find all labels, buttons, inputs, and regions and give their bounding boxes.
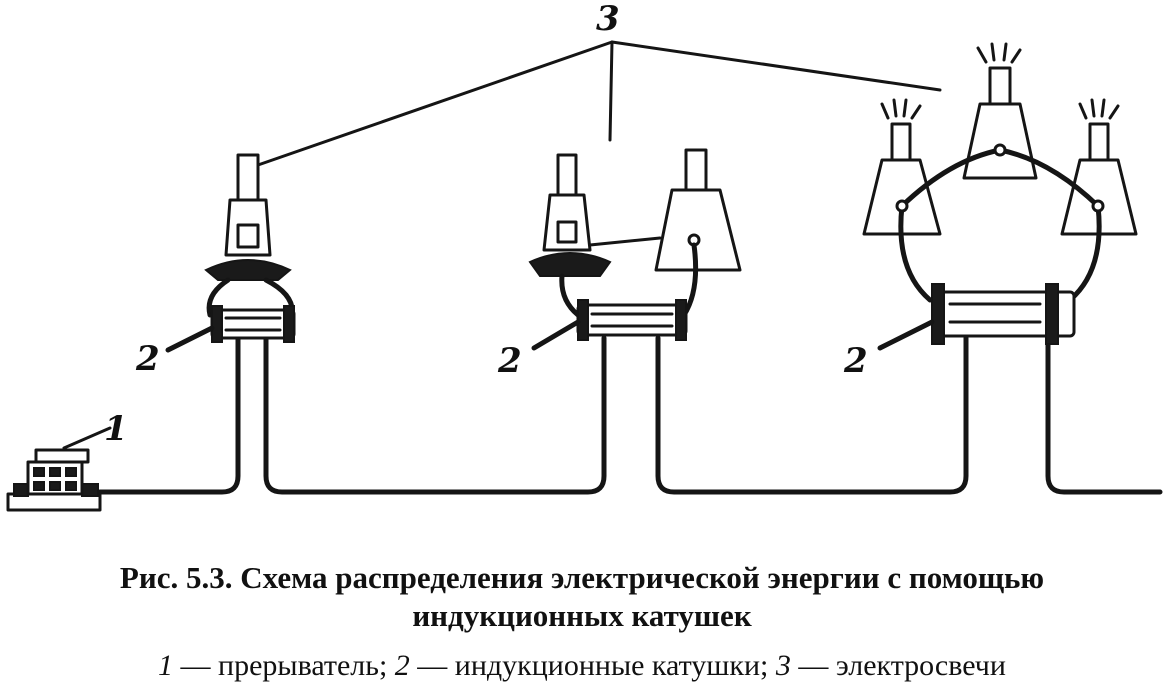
legend-number-1: 1 bbox=[158, 649, 174, 682]
breaker: 1 bbox=[6, 409, 128, 512]
distribution-diagram: 3 1 2 bbox=[6, 0, 1163, 512]
middle-candle-2-body bbox=[654, 188, 742, 272]
left-candle-base bbox=[204, 259, 292, 281]
middle-candle-2 bbox=[654, 148, 742, 272]
right-candle-right bbox=[1060, 98, 1138, 236]
leader-line-candle-2 bbox=[608, 40, 614, 142]
left-candle bbox=[204, 153, 292, 281]
legend-text-2: — индукционные катушки; bbox=[409, 649, 776, 682]
left-coil-leader bbox=[165, 325, 215, 353]
leader-line-candle-3 bbox=[610, 40, 942, 92]
middle-candle-window bbox=[556, 220, 578, 244]
label-3-group: 3 bbox=[256, 0, 942, 167]
breaker-part bbox=[33, 467, 45, 477]
right-candle-center-tip bbox=[988, 66, 1012, 106]
legend-number-2: 2 bbox=[394, 649, 410, 682]
breaker-part bbox=[65, 481, 77, 491]
spark-icon bbox=[1078, 98, 1120, 120]
middle-coil-body bbox=[576, 303, 688, 337]
left-coil-flange bbox=[283, 305, 295, 343]
right-candle-left bbox=[862, 98, 942, 236]
middle-candle-tip bbox=[556, 153, 578, 197]
right-candle-right-tip bbox=[1088, 122, 1110, 162]
figure-legend: 1 — прерыватель; 2 — индукционные катушк… bbox=[0, 648, 1164, 684]
middle-coil-leader bbox=[531, 319, 581, 351]
right-candle-center-body bbox=[962, 102, 1038, 180]
right-candle-center bbox=[962, 42, 1038, 180]
legend-number-3: 3 bbox=[775, 649, 791, 682]
label-breaker: 1 bbox=[104, 409, 128, 449]
right-coil-flange bbox=[1045, 283, 1059, 345]
breaker-part bbox=[49, 481, 61, 491]
right-coil-leader bbox=[877, 319, 935, 351]
breaker-part bbox=[33, 481, 45, 491]
breaker-lever bbox=[34, 448, 90, 464]
right-terminal-dot bbox=[1091, 199, 1105, 213]
right-candle-left-body bbox=[862, 158, 942, 236]
label-coil-middle: 2 bbox=[497, 341, 522, 381]
left-candle-tip bbox=[236, 153, 260, 202]
middle-coil bbox=[576, 299, 688, 341]
left-candle-window bbox=[236, 223, 260, 249]
left-coil-flange bbox=[211, 305, 223, 343]
spark-icon bbox=[880, 98, 922, 120]
middle-candle-1 bbox=[528, 153, 612, 277]
right-coil bbox=[931, 283, 1076, 345]
leader-line-candle-1 bbox=[256, 40, 614, 167]
breaker-leader bbox=[62, 426, 112, 450]
right-candle-left-tip bbox=[890, 122, 912, 162]
middle-link-wire bbox=[588, 236, 662, 247]
middle-candle-2-tip bbox=[684, 148, 708, 192]
left-coil bbox=[210, 305, 296, 343]
label-candles: 3 bbox=[596, 0, 620, 39]
breaker-part bbox=[49, 467, 61, 477]
right-terminal-dot bbox=[993, 143, 1007, 157]
right-candle-right-body bbox=[1060, 158, 1138, 236]
label-coil-left: 2 bbox=[135, 339, 160, 379]
legend-text-1: — прерыватель; bbox=[173, 649, 395, 682]
main-wire bbox=[97, 335, 1163, 495]
breaker-terminal-right bbox=[81, 483, 99, 497]
spark-icon bbox=[976, 42, 1022, 64]
label-coil-right: 2 bbox=[843, 341, 868, 381]
left-coil-body bbox=[210, 308, 296, 340]
figure-caption-title-line2: индукционных катушек bbox=[412, 598, 752, 633]
legend-text-3: — электросвечи bbox=[790, 649, 1006, 682]
middle-candle-base bbox=[528, 252, 612, 277]
figure-caption-title: Рис. 5.3. Схема распределения электричес… bbox=[119, 560, 1045, 595]
right-coil-flange bbox=[931, 283, 945, 345]
breaker-terminal-left bbox=[13, 483, 29, 497]
right-terminal-dot bbox=[895, 199, 909, 213]
middle-coil-flange bbox=[675, 299, 687, 341]
breaker-part bbox=[65, 467, 77, 477]
